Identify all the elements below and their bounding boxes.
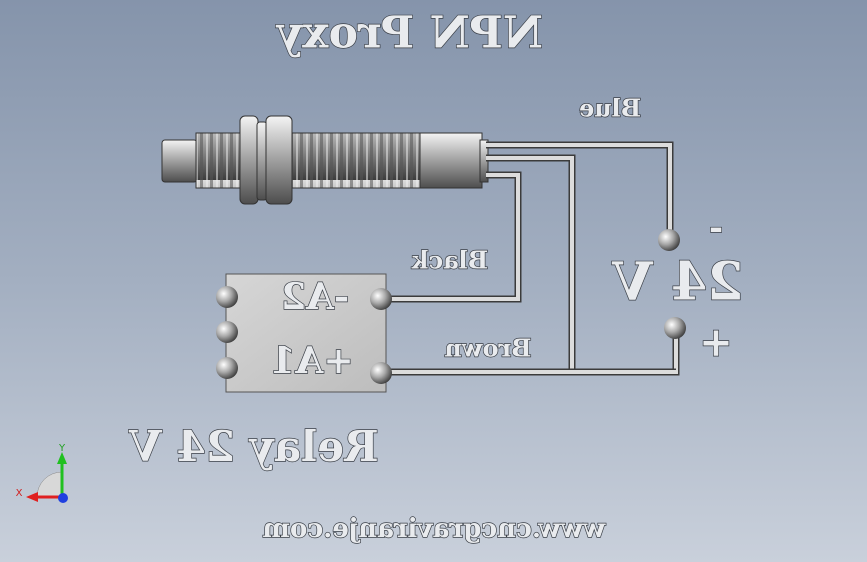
brown-label-group: Brown xyxy=(444,333,532,363)
axis-triad: Y X xyxy=(16,443,68,503)
wire-label-brown: Brown xyxy=(444,334,531,363)
sensor-nut-2 xyxy=(265,115,293,205)
blue-label-group: Blue xyxy=(578,93,642,123)
npn-sensor xyxy=(161,115,489,205)
sensor-thread-right xyxy=(291,132,423,189)
relay-terminal-a1-label: +A1 xyxy=(270,340,353,382)
power-plus-group: + xyxy=(699,318,734,366)
title-group: NPN Proxy xyxy=(275,7,544,59)
relay-terminal-a2[interactable] xyxy=(370,288,392,310)
axis-z-dot xyxy=(58,493,68,503)
axis-x-arrow xyxy=(26,492,38,502)
power-voltage-group: 24 V xyxy=(610,251,744,313)
relay-a1-group: +A1 xyxy=(270,339,355,382)
power-minus-group: - xyxy=(708,207,724,248)
power-voltage-label: 24 V xyxy=(611,252,743,313)
sensor-nut-1 xyxy=(239,115,259,205)
wires xyxy=(384,141,680,376)
axis-plane-quadrant xyxy=(36,471,63,498)
relay-a2-group: -A2 xyxy=(280,275,349,318)
footer-website: www.cncgraviranje.com xyxy=(263,514,607,544)
wire-label-black: Black xyxy=(411,246,489,275)
relay-label-group: Relay 24 V xyxy=(127,421,379,471)
relay-left-terminal-top[interactable] xyxy=(216,286,238,308)
wire-brown xyxy=(386,154,680,376)
relay-left-terminal-middle[interactable] xyxy=(216,321,238,343)
relay-terminal-a1[interactable] xyxy=(370,362,392,384)
relay-terminal-a2-label: -A2 xyxy=(281,276,349,318)
sensor-body xyxy=(419,132,483,189)
wire-black xyxy=(384,171,522,303)
axis-y-arrow xyxy=(57,452,67,464)
wire-blue xyxy=(486,141,674,238)
axis-x-label: X xyxy=(16,488,23,499)
footer-group: www.cncgraviranje.com xyxy=(262,513,607,544)
relay-label: Relay 24 V xyxy=(128,422,379,471)
power-minus-sign: - xyxy=(709,208,723,248)
black-label-group: Black xyxy=(410,245,489,275)
axis-y-label: Y xyxy=(58,443,66,454)
sensor-thread-left xyxy=(195,132,245,189)
power-plus-sign: + xyxy=(699,319,733,366)
relay-left-terminal-bottom[interactable] xyxy=(216,357,238,379)
wire-label-blue: Blue xyxy=(579,94,641,123)
power-terminal-plus[interactable] xyxy=(664,317,686,339)
relay-body xyxy=(225,273,387,393)
sensor-tip xyxy=(161,139,198,183)
power-terminal-minus[interactable] xyxy=(658,229,680,251)
relay: -A2 +A1 xyxy=(216,273,392,393)
title: NPN Proxy xyxy=(275,8,543,59)
